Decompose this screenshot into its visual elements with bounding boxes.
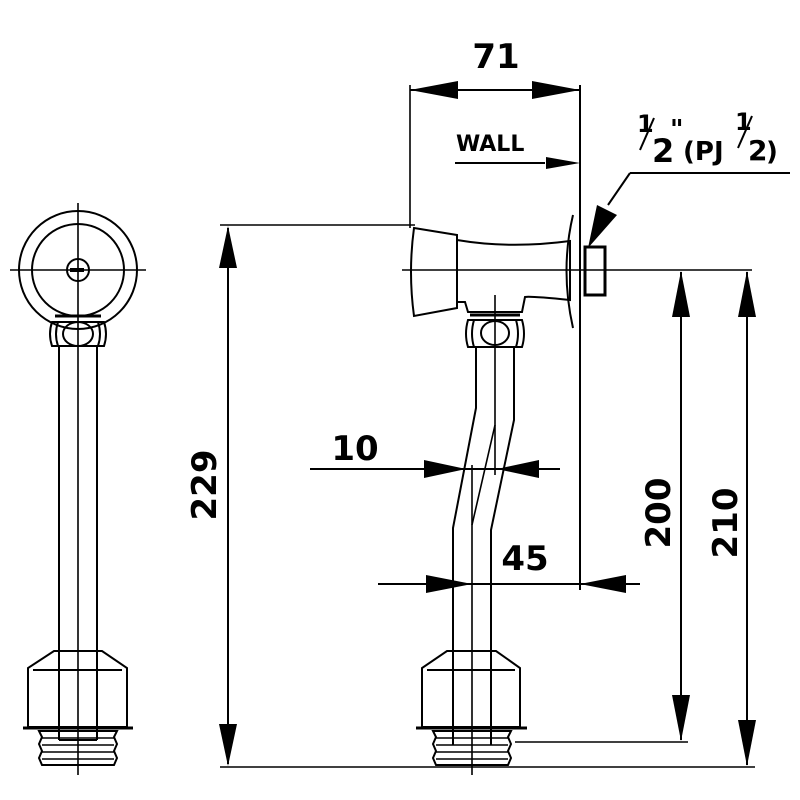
side-view — [402, 85, 752, 775]
dimension-overall-height: 229 — [185, 224, 755, 768]
front-pipe — [58, 346, 98, 775]
thread-spec-inch-mark: " — [670, 115, 684, 145]
valve-body — [456, 239, 571, 313]
dimension-pipe-to-wall: 45 — [378, 539, 640, 593]
escutcheon-outer-circle — [18, 210, 138, 330]
front-base-fitting — [23, 650, 133, 766]
front-union-nut — [49, 314, 107, 347]
thread-spec-open: (PJ — [683, 137, 724, 167]
thread-spec-callout: 1 2 " (PJ 1 2 ) — [588, 108, 790, 248]
wall-indicator: WALL — [455, 132, 580, 169]
dimension-centerline-to-bottom: 210 — [706, 271, 756, 766]
wall-label: WALL — [456, 132, 524, 157]
dimension-label-229: 229 — [185, 450, 225, 521]
valve-handle — [410, 226, 458, 318]
wall-flange — [565, 214, 574, 329]
dimension-centerline-to-thread: 200 — [515, 271, 690, 743]
button-circle — [66, 258, 90, 282]
front-view — [10, 203, 146, 775]
thread-spec-fraction1-num: 1 — [637, 110, 654, 138]
dimension-label-210: 210 — [706, 488, 746, 559]
thread-spec-fraction2-den: 2 — [748, 134, 767, 167]
thread-spec-fraction1-den: 2 — [652, 132, 674, 170]
dimension-label-200: 200 — [639, 478, 679, 549]
dimension-label-10: 10 — [331, 429, 378, 469]
dimension-pipe-offset: 10 — [310, 429, 560, 478]
dimension-label-71: 71 — [472, 37, 519, 77]
button-slot — [70, 268, 84, 272]
side-base-fitting — [416, 650, 527, 766]
thread-stub — [583, 245, 607, 297]
thread-spec-fraction2-num: 1 — [735, 108, 752, 136]
dimension-projection-depth: 71 — [409, 37, 580, 228]
dimension-label-45: 45 — [501, 539, 548, 579]
thread-spec-close: ) — [766, 137, 778, 167]
